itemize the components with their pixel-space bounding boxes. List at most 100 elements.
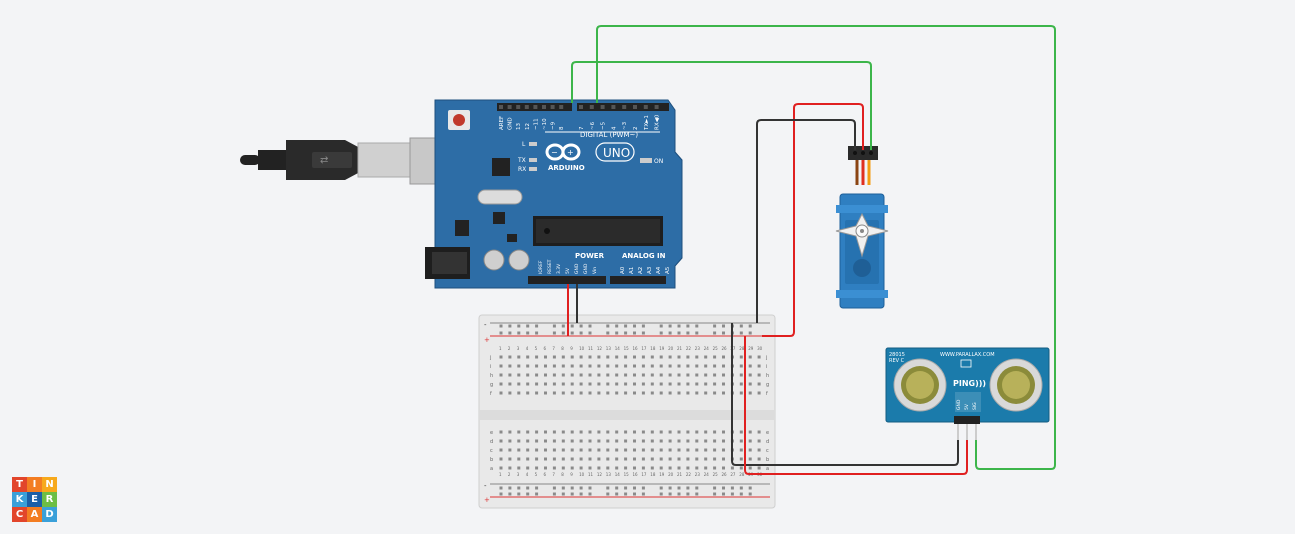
breadboard-hole[interactable]: [579, 486, 583, 490]
breadboard-hole[interactable]: [508, 492, 512, 496]
breadboard-hole[interactable]: [508, 430, 512, 434]
breadboard-hole[interactable]: [544, 391, 547, 395]
breadboard-hole[interactable]: [552, 430, 556, 434]
breadboard-hole[interactable]: [695, 373, 699, 377]
breadboard-hole[interactable]: [704, 466, 708, 470]
breadboard-hole[interactable]: [615, 439, 619, 443]
breadboard-hole[interactable]: [588, 486, 592, 490]
breadboard-hole[interactable]: [535, 364, 539, 368]
breadboard-hole[interactable]: [722, 324, 725, 328]
breadboard-hole[interactable]: [686, 448, 690, 452]
breadboard-hole[interactable]: [739, 355, 743, 359]
breadboard-hole[interactable]: [561, 439, 565, 443]
breadboard-hole[interactable]: [544, 457, 547, 461]
breadboard-hole[interactable]: [570, 448, 574, 452]
breadboard-hole[interactable]: [748, 448, 752, 452]
breadboard-hole[interactable]: [677, 391, 681, 395]
breadboard-hole[interactable]: [570, 355, 574, 359]
breadboard-hole[interactable]: [544, 364, 547, 368]
breadboard-hole[interactable]: [606, 466, 610, 470]
breadboard-hole[interactable]: [561, 486, 565, 490]
breadboard-hole[interactable]: [624, 486, 628, 490]
breadboard-hole[interactable]: [606, 448, 610, 452]
breadboard-hole[interactable]: [713, 324, 717, 328]
breadboard-hole[interactable]: [624, 466, 628, 470]
breadboard-hole[interactable]: [615, 430, 619, 434]
breadboard-hole[interactable]: [499, 492, 503, 496]
breadboard-hole[interactable]: [535, 331, 539, 335]
breadboard-hole[interactable]: [624, 492, 628, 496]
breadboard-hole[interactable]: [508, 364, 512, 368]
breadboard-hole[interactable]: [668, 430, 672, 434]
breadboard-hole[interactable]: [704, 382, 708, 386]
breadboard-hole[interactable]: [588, 324, 592, 328]
breadboard-hole[interactable]: [597, 373, 601, 377]
breadboard-hole[interactable]: [641, 439, 645, 443]
breadboard-hole[interactable]: [526, 331, 530, 335]
breadboard-hole[interactable]: [526, 391, 530, 395]
breadboard-hole[interactable]: [686, 391, 690, 395]
breadboard-hole[interactable]: [722, 448, 725, 452]
breadboard-hole[interactable]: [508, 373, 512, 377]
breadboard-hole[interactable]: [722, 364, 725, 368]
breadboard-hole[interactable]: [561, 391, 565, 395]
breadboard-hole[interactable]: [615, 324, 619, 328]
breadboard-hole[interactable]: [677, 324, 681, 328]
breadboard-hole[interactable]: [739, 324, 743, 328]
breadboard-hole[interactable]: [588, 492, 592, 496]
breadboard-hole[interactable]: [748, 391, 752, 395]
breadboard-hole[interactable]: [659, 457, 663, 461]
breadboard-hole[interactable]: [668, 355, 672, 359]
breadboard-hole[interactable]: [695, 324, 699, 328]
breadboard-hole[interactable]: [588, 382, 592, 386]
breadboard-hole[interactable]: [535, 439, 539, 443]
breadboard-hole[interactable]: [695, 486, 699, 490]
breadboard-hole[interactable]: [633, 364, 636, 368]
breadboard-hole[interactable]: [535, 492, 539, 496]
breadboard-hole[interactable]: [552, 331, 556, 335]
breadboard-hole[interactable]: [517, 364, 521, 368]
breadboard-hole[interactable]: [499, 430, 503, 434]
breadboard-hole[interactable]: [508, 466, 512, 470]
breadboard-hole[interactable]: [695, 466, 699, 470]
breadboard-hole[interactable]: [695, 439, 699, 443]
breadboard-hole[interactable]: [517, 457, 521, 461]
breadboard-hole[interactable]: [508, 448, 512, 452]
breadboard-hole[interactable]: [677, 382, 681, 386]
breadboard-hole[interactable]: [677, 355, 681, 359]
breadboard-hole[interactable]: [739, 364, 743, 368]
breadboard-hole[interactable]: [704, 391, 708, 395]
breadboard-hole[interactable]: [570, 331, 574, 335]
breadboard-hole[interactable]: [570, 324, 574, 328]
breadboard-hole[interactable]: [677, 430, 681, 434]
breadboard-hole[interactable]: [695, 382, 699, 386]
breadboard-hole[interactable]: [748, 324, 752, 328]
breadboard-hole[interactable]: [624, 382, 628, 386]
breadboard-hole[interactable]: [517, 448, 521, 452]
breadboard-hole[interactable]: [517, 492, 521, 496]
breadboard-hole[interactable]: [544, 439, 547, 443]
breadboard-hole[interactable]: [588, 355, 592, 359]
wire-red-sensor[interactable]: [744, 336, 968, 475]
breadboard-hole[interactable]: [748, 486, 752, 490]
breadboard-hole[interactable]: [517, 430, 521, 434]
breadboard-hole[interactable]: [704, 364, 708, 368]
breadboard-hole[interactable]: [650, 448, 654, 452]
breadboard-hole[interactable]: [633, 430, 636, 434]
breadboard-hole[interactable]: [686, 492, 690, 496]
breadboard-hole[interactable]: [615, 331, 619, 335]
breadboard-hole[interactable]: [606, 391, 610, 395]
breadboard-hole[interactable]: [686, 466, 690, 470]
breadboard-hole[interactable]: [748, 355, 752, 359]
breadboard-hole[interactable]: [552, 364, 556, 368]
breadboard-hole[interactable]: [722, 492, 725, 496]
breadboard-hole[interactable]: [722, 382, 725, 386]
breadboard-hole[interactable]: [588, 430, 592, 434]
breadboard-hole[interactable]: [713, 355, 717, 359]
breadboard-hole[interactable]: [757, 364, 761, 368]
breadboard-hole[interactable]: [633, 391, 636, 395]
breadboard-hole[interactable]: [606, 492, 610, 496]
breadboard-hole[interactable]: [624, 355, 628, 359]
breadboard-hole[interactable]: [668, 331, 672, 335]
